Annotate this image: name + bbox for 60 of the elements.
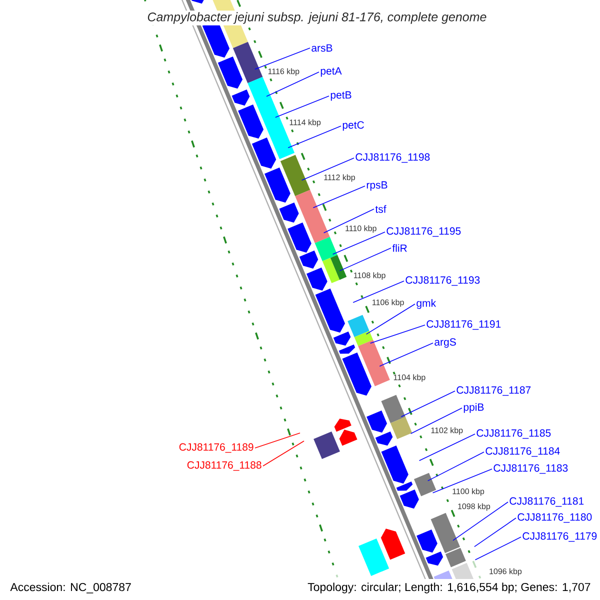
gene-label: petB — [330, 91, 352, 101]
leader-line — [400, 390, 456, 418]
gene-label: CJJ81176_1193 — [406, 276, 480, 286]
leader-line — [370, 324, 426, 344]
leader-line — [332, 232, 386, 255]
tick-label: 1096 kbp — [490, 568, 522, 576]
gene-label: CJJ81176_1179 — [522, 532, 597, 542]
leader-line — [266, 72, 320, 97]
leader-line — [418, 434, 476, 461]
leader-line — [288, 126, 342, 148]
gene-label: CJJ81176_1187 — [456, 386, 531, 396]
gene-label: CJJ81176_1181 — [510, 497, 584, 507]
leader-line — [339, 248, 392, 272]
leader-line — [474, 536, 522, 560]
leader-line — [254, 432, 300, 448]
gene-label: argS — [434, 338, 456, 348]
title: Campylobacter jejuni subsp. jejuni 81-176, complete genome — [146, 10, 488, 26]
leader-line — [323, 208, 374, 234]
gene-label: petC — [342, 121, 364, 131]
leader-line — [275, 96, 330, 118]
tick-label: 1106 kbp — [372, 299, 404, 307]
gene-label: CJJ81176_1183 — [494, 464, 568, 474]
leader-line — [379, 342, 434, 367]
leader-line — [352, 280, 404, 303]
gene-label: CJJ81176_1180 — [518, 513, 592, 523]
gene-label: arsB — [312, 44, 332, 52]
leader-line — [427, 452, 484, 482]
leader-line — [366, 304, 416, 335]
gene-label: CJJ81176_1195 — [386, 227, 461, 237]
gene-label: gmk — [416, 299, 436, 309]
gene-label: rpsB — [366, 181, 388, 191]
leader-line — [452, 502, 508, 541]
gene-label: CJJ81176_1185 — [476, 429, 551, 439]
gene-label: tsf — [375, 205, 386, 213]
leader-line — [262, 440, 304, 466]
tick-label: 1110 kbp — [346, 225, 376, 233]
gene-label: ppiB — [464, 403, 484, 413]
tick-label: 1098 kbp — [458, 503, 490, 511]
gene-label: CJJ81176_1189 — [179, 443, 254, 453]
leader-line — [312, 186, 366, 208]
tick-label: 1102 kbp — [431, 427, 463, 435]
gene-label: petA — [320, 67, 342, 77]
tick-label: 1104 kbp — [394, 374, 426, 382]
gene-label: CJJ81176_1191 — [426, 320, 501, 330]
leader-line — [432, 468, 492, 494]
gene-label: fliR — [392, 244, 407, 252]
leader-line — [474, 518, 516, 548]
gene-label: CJJ81176_1184 — [486, 447, 560, 457]
topology-text: Topology: circular; Length: 1,616,554 bp; Genes: 1,707 — [308, 582, 590, 594]
tick-label: 1116 kbp — [268, 68, 300, 76]
gene-label: CJJ81176_1198 — [356, 153, 430, 163]
leader-line — [254, 48, 310, 70]
tick-label: 1114 kbp — [290, 119, 321, 127]
accession-text: Accession: NC_008787 — [10, 582, 131, 594]
leader-line — [410, 408, 462, 434]
gene-label: CJJ81176_1188 — [187, 461, 262, 471]
tick-label: 1108 kbp — [354, 272, 386, 280]
tick-label: 1112 kbp — [324, 174, 355, 182]
tick-label: 1100 kbp — [452, 488, 484, 496]
leader-line — [301, 158, 354, 181]
